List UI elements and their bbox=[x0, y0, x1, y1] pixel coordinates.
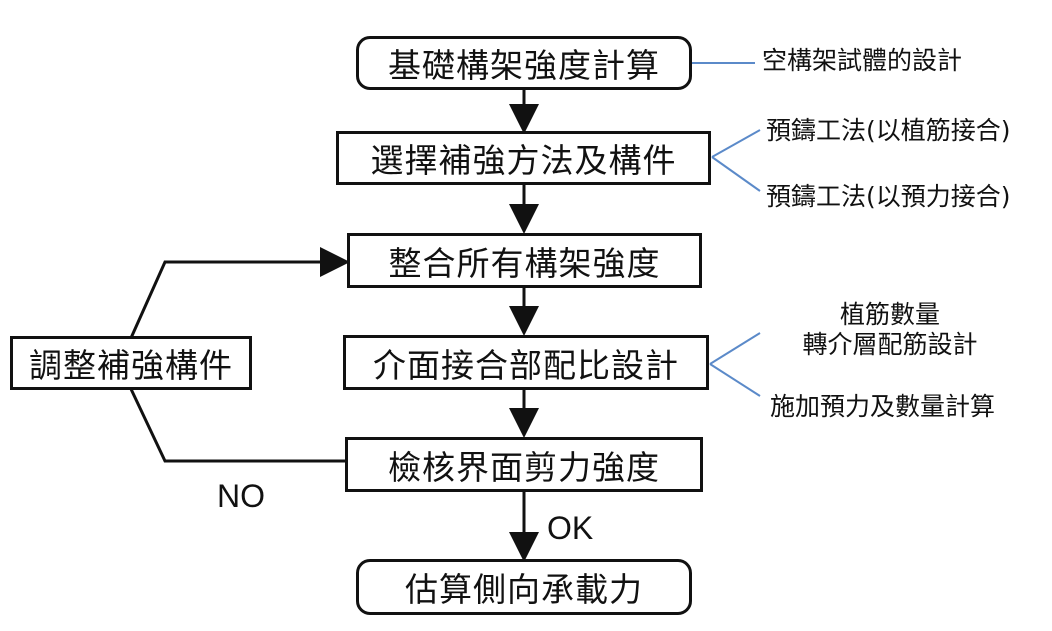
step-basic-frame-strength-label: 基礎構架強度計算 bbox=[388, 46, 660, 85]
step-estimate-lateral-capacity: 估算側向承載力 bbox=[356, 559, 692, 615]
note-line-step4-a bbox=[709, 332, 761, 365]
step-adjust-members: 調整補強構件 bbox=[10, 336, 252, 390]
no-loop-upper bbox=[129, 247, 350, 339]
step-check-shear: 檢核界面剪力強度 bbox=[345, 437, 703, 492]
note-step4-line2: 轉介層配筋設計 bbox=[802, 330, 978, 359]
step-check-shear-label: 檢核界面剪力強度 bbox=[388, 447, 660, 487]
no-label: NO bbox=[217, 478, 265, 514]
ok-label: OK bbox=[547, 510, 594, 546]
step-integrate-strength-label: 整合所有構架強度 bbox=[388, 243, 661, 283]
step-interface-design-label: 介面接合部配比設計 bbox=[373, 345, 679, 385]
step-select-method-label: 選擇補強方法及構件 bbox=[370, 141, 677, 180]
note-step4-line3: 施加預力及數量計算 bbox=[770, 392, 996, 421]
note-line-step4-b bbox=[709, 363, 761, 397]
step-integrate-strength: 整合所有構架強度 bbox=[347, 233, 702, 288]
note-step4-line1: 植筋數量 bbox=[839, 300, 940, 329]
step-basic-frame-strength: 基礎構架強度計算 bbox=[356, 36, 692, 90]
step-adjust-members-label: 調整補強構件 bbox=[29, 346, 233, 385]
no-loop-lower bbox=[129, 388, 348, 463]
step-interface-design: 介面接合部配比設計 bbox=[343, 335, 709, 390]
step-estimate-lateral-capacity-label: 估算側向承載力 bbox=[405, 570, 643, 609]
note-step2-option-b: 預鑄工法(以預力接合) bbox=[766, 182, 1011, 211]
step-select-method: 選擇補強方法及構件 bbox=[336, 131, 711, 185]
note-line-step2-a bbox=[711, 129, 761, 158]
note-step1: 空構架試體的設計 bbox=[762, 46, 963, 75]
note-step4-group: 植筋數量 轉介層配筋設計 bbox=[770, 300, 1010, 360]
note-step2-option-a: 預鑄工法(以植筋接合) bbox=[766, 116, 1011, 145]
note-line-step2-b bbox=[711, 156, 761, 192]
